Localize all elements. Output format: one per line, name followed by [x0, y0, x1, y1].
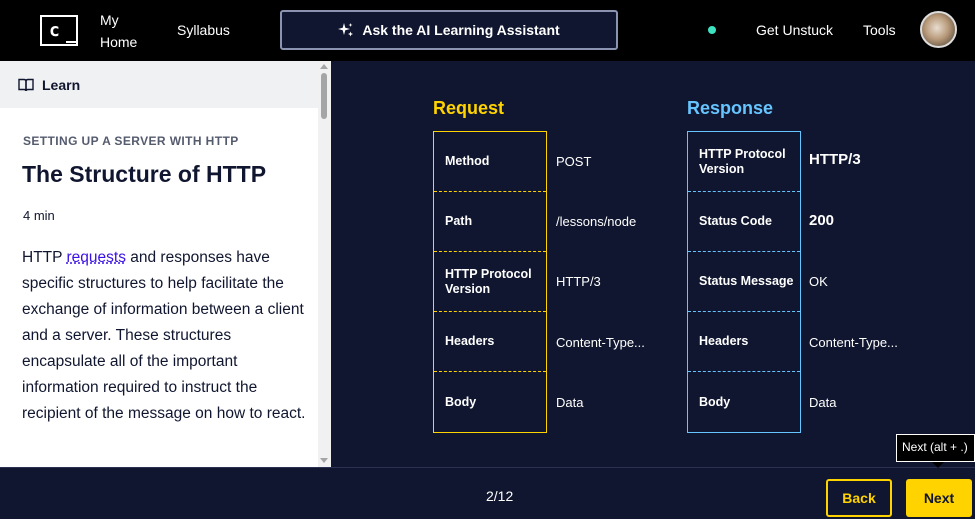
response-value-headers: Content-Type... [809, 335, 898, 350]
nav-tools[interactable]: Tools [863, 22, 896, 38]
lesson-eyebrow: SETTING UP A SERVER WITH HTTP [23, 134, 239, 148]
tooltip-arrow [932, 462, 944, 468]
lesson-body: HTTP requests and responses have specifi… [22, 245, 310, 427]
sparkle-icon [338, 23, 354, 37]
lesson-title: The Structure of HTTP [22, 161, 267, 187]
response-label-status-message: Status Message [688, 252, 800, 312]
response-value-status-code: 200 [809, 212, 835, 229]
next-button[interactable]: Next [906, 479, 972, 517]
request-label-protocol: HTTP Protocol Version [434, 252, 546, 312]
response-label-headers: Headers [688, 312, 800, 372]
response-value-status-message: OK [809, 274, 828, 289]
ai-assistant-label: Ask the AI Learning Assistant [362, 22, 560, 38]
scrollbar-track[interactable] [318, 61, 331, 467]
request-title: Request [433, 98, 505, 118]
top-navigation: c My Home Syllabus Ask the AI Learning A… [0, 0, 975, 61]
back-button[interactable]: Back [826, 479, 892, 517]
requests-link[interactable]: requests [66, 249, 126, 266]
ai-assistant-button[interactable]: Ask the AI Learning Assistant [280, 10, 618, 50]
response-label-status-code: Status Code [688, 192, 800, 252]
next-tooltip: Next (alt + .) [896, 434, 975, 462]
response-value-protocol: HTTP/3 [809, 151, 861, 168]
response-title: Response [687, 98, 774, 118]
lesson-duration: 4 min [23, 208, 55, 223]
request-value-body: Data [556, 395, 584, 410]
request-label-body: Body [445, 394, 477, 409]
request-label-method: Method [434, 132, 546, 192]
scroll-down-arrow[interactable] [320, 458, 328, 463]
response-value-body: Data [809, 395, 837, 410]
request-label-headers: Headers [434, 312, 546, 372]
book-icon [18, 78, 34, 91]
nav-get-unstuck[interactable]: Get Unstuck [756, 22, 834, 38]
response-label-body: Body [699, 394, 731, 409]
learn-label: Learn [42, 76, 81, 93]
response-box: HTTP Protocol Version Status Code Status… [687, 131, 801, 433]
request-value-path: /lessons/node [556, 214, 637, 229]
lesson-footer: 2/12 Back Next [0, 467, 975, 519]
request-label-path: Path [434, 192, 546, 252]
user-avatar[interactable] [920, 11, 957, 48]
request-value-headers: Content-Type... [556, 335, 645, 350]
status-indicator [708, 26, 716, 34]
learn-header: Learn [0, 61, 318, 108]
body-text-intro: HTTP [22, 249, 67, 266]
request-value-method: POST [556, 154, 592, 169]
nav-syllabus[interactable]: Syllabus [177, 22, 230, 38]
lesson-progress: 2/12 [486, 488, 514, 504]
request-value-protocol: HTTP/3 [556, 274, 601, 289]
lesson-panel: Learn SETTING UP A SERVER WITH HTTP The … [0, 61, 331, 467]
nav-my-home[interactable]: My Home [100, 12, 138, 50]
logo-cursor [66, 41, 76, 43]
codecademy-logo[interactable]: c [40, 15, 78, 46]
scroll-up-arrow[interactable] [320, 64, 328, 69]
request-box: Method Path HTTP Protocol Version Header… [433, 131, 547, 433]
logo-letter: c [49, 20, 60, 41]
response-label-protocol: HTTP Protocol Version [688, 132, 800, 192]
scrollbar-thumb[interactable] [321, 73, 327, 119]
body-text-rest: and responses have specific structures t… [22, 249, 306, 422]
http-structure-diagram: Request Response Method Path HTTP Protoc… [331, 61, 975, 467]
